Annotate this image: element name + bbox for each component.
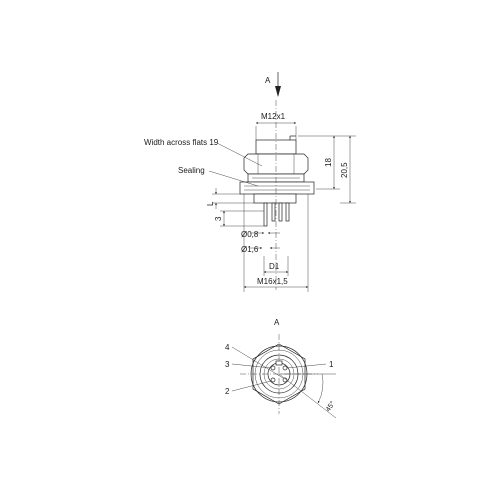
dimension-d08: Ø0,8	[241, 230, 280, 239]
pin-3-label: 3	[225, 360, 230, 369]
pin-2-label: 2	[225, 387, 230, 396]
dimension-18: 18	[298, 135, 340, 190]
dim-d16-label: Ø1,6	[241, 245, 259, 254]
dimension-d16: Ø1,6	[241, 245, 280, 254]
pin-4-label: 4	[225, 343, 230, 352]
thread-top-label: M12x1	[261, 112, 286, 121]
dimension-20-5: 20,5	[340, 135, 356, 204]
side-view: A M12x1	[144, 72, 356, 292]
contact-2	[270, 377, 276, 383]
thread-bottom-label: M16x1,5	[257, 277, 288, 286]
dimension-3: 3	[214, 210, 264, 227]
pin-callouts: 1 2 3 4	[225, 343, 334, 396]
angle-label: 45°	[324, 400, 337, 413]
thread-bottom-dimension: M16x1,5	[243, 194, 309, 292]
dim-L-label: L	[206, 201, 215, 206]
callout-sealing-label: Sealing	[178, 166, 205, 175]
pin-1-label: 1	[329, 360, 334, 369]
contact-1	[282, 365, 288, 371]
dimension-D1: D1	[263, 256, 289, 276]
callout-flats: Width across flats 19	[144, 138, 263, 167]
dim-20-5-label: 20,5	[340, 162, 349, 178]
dim-18-label: 18	[324, 158, 333, 167]
dimension-L: L	[206, 188, 254, 209]
view-arrow-label: A	[265, 76, 271, 85]
callout-flats-label: Width across flats 19	[144, 138, 219, 147]
contact-3	[270, 365, 276, 371]
dim-d08-label: Ø0,8	[241, 230, 259, 239]
dim-D1-label: D1	[269, 262, 280, 271]
connector-body	[239, 100, 315, 290]
front-view: A 1 2 3 4	[225, 318, 337, 419]
view-arrow: A	[265, 72, 281, 97]
dim-3-label: 3	[214, 216, 223, 221]
angle-dimension: 45°	[278, 373, 337, 419]
front-view-label: A	[274, 318, 280, 327]
callout-sealing: Sealing	[178, 166, 259, 187]
